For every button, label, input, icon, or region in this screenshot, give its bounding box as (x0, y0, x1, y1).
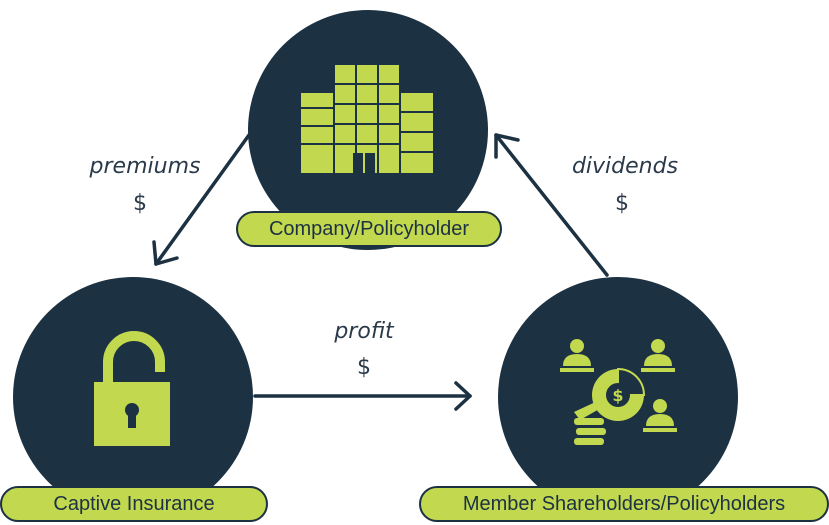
profit-dollar-sign: $ (357, 355, 371, 380)
svg-text:$: $ (612, 386, 623, 405)
dividends-arrow (494, 133, 609, 277)
dividends-dollar-sign: $ (615, 191, 629, 216)
premiums-dollar-sign: $ (133, 191, 147, 216)
dividends-label: dividends (571, 154, 679, 179)
office-building-icon (299, 63, 435, 175)
member-shareholders-label: Member Shareholders/Policyholders (419, 486, 829, 522)
company-policyholder-label: Company/Policyholder (236, 211, 502, 247)
profit-arrow (253, 381, 472, 411)
premiums-arrow (152, 133, 251, 266)
captive-insurance-label: Captive Insurance (0, 486, 268, 522)
shareholders-pie-chart-icon: $ (560, 339, 677, 445)
premiums-label: premiums (89, 154, 201, 179)
open-padlock-icon (94, 331, 170, 446)
profit-label: profit (334, 319, 394, 344)
